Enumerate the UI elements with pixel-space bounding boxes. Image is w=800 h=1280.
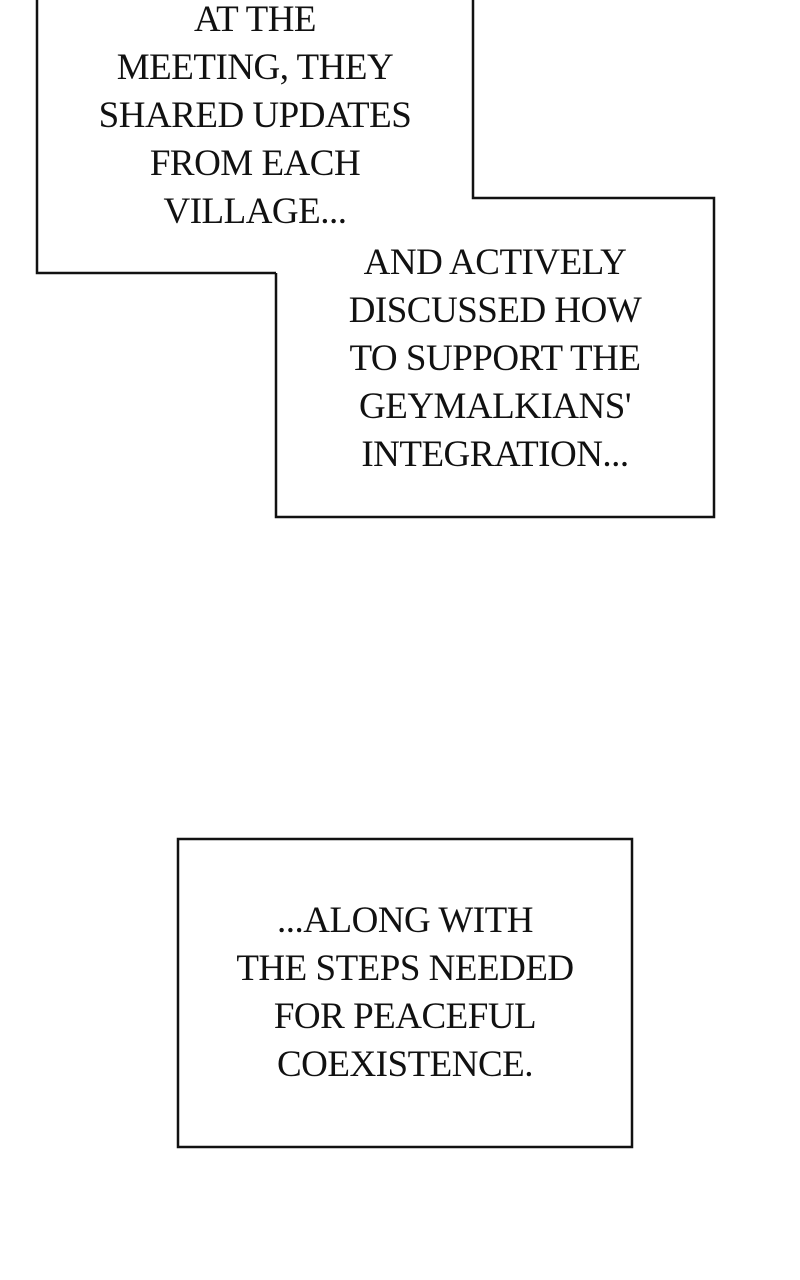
caption-box-2-border xyxy=(274,0,716,519)
caption-line: MEETING, THEY xyxy=(116,47,394,88)
caption-line: AND ACTIVELY xyxy=(363,242,627,283)
caption-line: TO SUPPORT THE xyxy=(349,338,641,379)
caption-line: FOR PEACEFUL xyxy=(273,996,537,1037)
caption-line: INTEGRATION... xyxy=(361,434,629,475)
caption-box-1-border xyxy=(35,0,276,275)
caption-discussion: AND ACTIVELY DISCUSSED HOW TO SUPPORT TH… xyxy=(280,239,710,479)
caption-line: GEYMALKIANS' xyxy=(359,386,632,427)
caption-line: SHARED UPDATES xyxy=(98,95,412,136)
caption-line: DISCUSSED HOW xyxy=(348,290,642,331)
caption-line: FROM EACH xyxy=(149,143,361,184)
caption-line: AT THE xyxy=(193,0,317,40)
caption-coexistence: ...ALONG WITH THE STEPS NEEDED FOR PEACE… xyxy=(180,897,630,1089)
caption-box-3-border xyxy=(176,837,634,1149)
caption-line: THE STEPS NEEDED xyxy=(236,948,574,989)
caption-line: VILLAGE... xyxy=(163,191,347,232)
caption-line: COEXISTENCE. xyxy=(276,1044,534,1085)
caption-meeting: AT THE MEETING, THEY SHARED UPDATES FROM… xyxy=(40,0,470,236)
caption-line: ...ALONG WITH xyxy=(277,900,533,941)
